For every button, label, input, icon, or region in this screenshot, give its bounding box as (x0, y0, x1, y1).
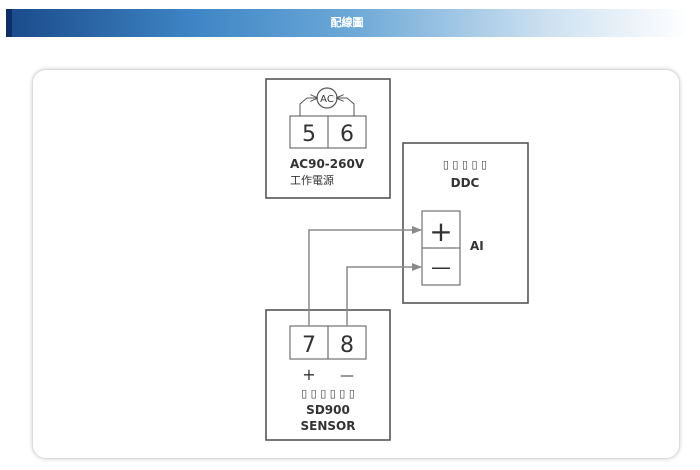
ddc-indicators: ▯ ▯ ▯ ▯ ▯ (443, 158, 487, 171)
ac-lead-right (337, 98, 355, 118)
terminal-6-label: 6 (340, 122, 354, 147)
sensor-indicators: ▯ ▯ ▯ ▯ ▯ ▯ (301, 387, 355, 400)
ddc-plus-terminal (421, 210, 461, 249)
terminal-5 (289, 115, 329, 149)
ddc-input-label: AI (470, 239, 484, 253)
header-accent (6, 9, 12, 37)
ddc-plus-label: + (429, 215, 452, 248)
sensor-minus-label: — (340, 368, 354, 384)
terminal-8 (327, 325, 367, 360)
page-title: 配線圖 (330, 16, 364, 29)
ac-source-label: AC (320, 94, 334, 105)
terminal-6 (327, 115, 367, 149)
ac-lead-left (299, 98, 317, 118)
power-voltage-label: AC90-260V (290, 157, 365, 171)
wire-minus (346, 263, 422, 326)
terminal-5-label: 5 (302, 122, 316, 147)
header-bar: 配線圖 (6, 9, 688, 37)
sensor-model: SD900 (306, 403, 350, 417)
ddc-block: ▯ ▯ ▯ ▯ ▯ DDC + — AI (402, 142, 529, 304)
ddc-minus-label: — (431, 255, 451, 279)
wire-plus (308, 226, 422, 326)
power-caption: 工作電源 (290, 173, 334, 187)
sensor-block: 7 8 + — ▯ ▯ ▯ ▯ ▯ ▯ SD900 SENSOR (265, 309, 391, 441)
sensor-plus-label: + (302, 365, 315, 384)
ddc-title: DDC (451, 176, 480, 190)
sensor-type: SENSOR (301, 419, 356, 433)
terminal-8-label: 8 (340, 333, 354, 358)
ddc-minus-terminal (421, 247, 461, 286)
terminal-7-label: 7 (302, 333, 316, 358)
terminal-7 (289, 325, 329, 360)
power-block: AC 5 6 AC90-260V 工作電源 (265, 78, 391, 199)
